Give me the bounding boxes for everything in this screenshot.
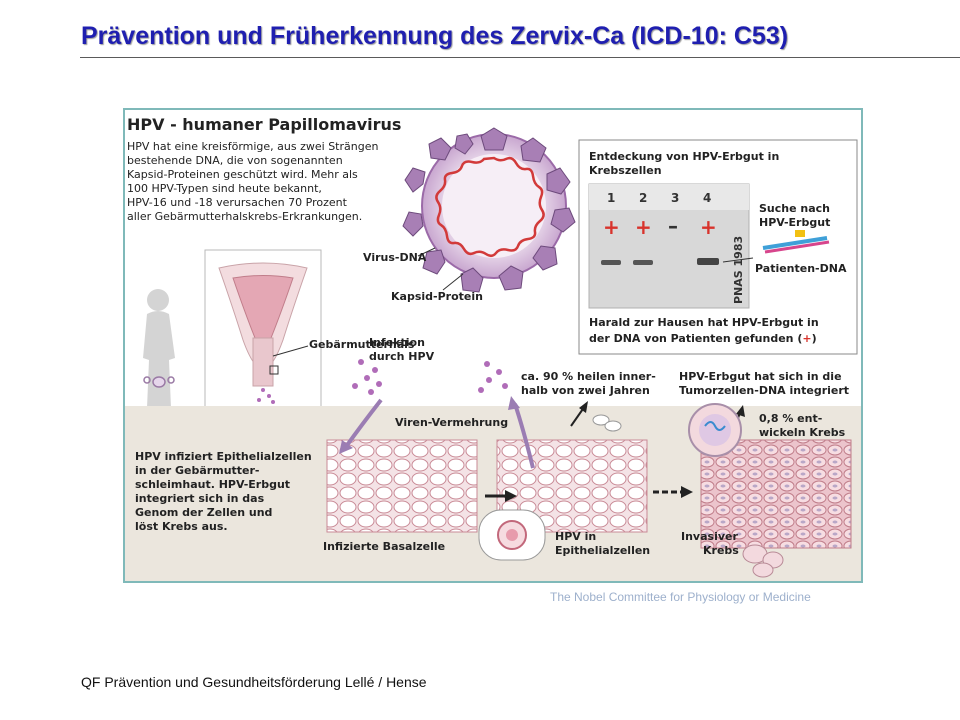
svg-text:HPV-Erbgut: HPV-Erbgut bbox=[759, 216, 830, 229]
svg-text:Krebs: Krebs bbox=[703, 544, 739, 557]
svg-text:3: 3 bbox=[671, 191, 679, 205]
svg-text:Entdeckung von HPV-Erbgut in: Entdeckung von HPV-Erbgut in bbox=[589, 150, 779, 163]
discovery-panel: Entdeckung von HPV-Erbgut in Krebszellen… bbox=[578, 139, 858, 355]
hpv-virus-illustration bbox=[402, 127, 576, 293]
svg-text:HPV-Erbgut hat sich in die: HPV-Erbgut hat sich in die bbox=[679, 370, 842, 383]
svg-text:halb von zwei Jahren: halb von zwei Jahren bbox=[521, 384, 650, 397]
svg-text:4: 4 bbox=[703, 191, 711, 205]
hpv-figure: HPV - humaner Papillomavirus HPV hat ein… bbox=[123, 108, 863, 583]
svg-text:löst Krebs aus.: löst Krebs aus. bbox=[135, 520, 228, 533]
svg-text:Suche nach: Suche nach bbox=[759, 202, 830, 215]
gel-lane-numbers: 1 2 3 4 bbox=[607, 191, 711, 205]
svg-text:aller Gebärmutterhalskrebs-Erk: aller Gebärmutterhalskrebs-Erkrankungen. bbox=[127, 210, 362, 223]
virus-dna-label: Virus-DNA bbox=[363, 251, 427, 264]
figure-heading: HPV - humaner Papillomavirus bbox=[127, 115, 401, 134]
svg-text:1: 1 bbox=[607, 191, 615, 205]
svg-text:Epithelialzellen: Epithelialzellen bbox=[555, 544, 650, 557]
svg-text:schleimhaut. HPV-Erbgut: schleimhaut. HPV-Erbgut bbox=[135, 478, 290, 491]
intro-text: HPV hat eine kreisförmige, aus zwei Strä… bbox=[127, 140, 378, 223]
svg-text:HPV in: HPV in bbox=[555, 530, 596, 543]
cervix-label: Gebärmutterhals bbox=[309, 338, 415, 351]
slide-title: Prävention und Früherkennung des Zervix-… bbox=[81, 22, 789, 50]
svg-text:bestehende DNA, die von sogena: bestehende DNA, die von sogenannten bbox=[127, 154, 343, 167]
svg-text:ca. 90 % heilen inner-: ca. 90 % heilen inner- bbox=[521, 370, 656, 383]
svg-text:wickeln Krebs: wickeln Krebs bbox=[759, 426, 846, 439]
infection-arrow bbox=[343, 398, 383, 450]
svg-text:HPV-16 und -18 verursachen 70: HPV-16 und -18 verursachen 70 Prozent bbox=[127, 196, 348, 209]
svg-text:–: – bbox=[668, 214, 678, 238]
slide-footer: QF Prävention und Gesundheitsförderung L… bbox=[81, 674, 427, 690]
svg-text:der DNA von Patienten gefunden: der DNA von Patienten gefunden (+) bbox=[589, 332, 817, 345]
replication-arrow bbox=[513, 403, 535, 469]
invasive-cell-cluster-icon bbox=[742, 544, 784, 578]
svg-text:HPV hat eine kreisförmige, aus: HPV hat eine kreisförmige, aus zwei Strä… bbox=[127, 140, 378, 153]
svg-text:Invasiver: Invasiver bbox=[681, 530, 738, 543]
dna-probe-icon bbox=[762, 230, 830, 254]
tissue-basal-infection bbox=[326, 439, 478, 533]
gel-result-signs: + + – + bbox=[603, 214, 717, 239]
svg-text:Kapsid-Proteinen geschützt wir: Kapsid-Proteinen geschützt wird. Mehr al… bbox=[127, 168, 358, 181]
process-text: HPV infiziert Epithelialzellen in der Ge… bbox=[135, 450, 312, 533]
virus-replication-label: Viren-Vermehrung bbox=[395, 416, 508, 429]
svg-text:0,8 % ent-: 0,8 % ent- bbox=[759, 412, 822, 425]
female-silhouette-icon bbox=[143, 289, 175, 420]
svg-text:HPV infiziert Epithelialzellen: HPV infiziert Epithelialzellen bbox=[135, 450, 312, 463]
svg-text:2: 2 bbox=[639, 191, 647, 205]
svg-text:Infektion: Infektion bbox=[369, 336, 425, 349]
tissue-invasive-cancer bbox=[700, 439, 852, 549]
uterus-small-icon bbox=[143, 376, 175, 388]
svg-text:+: + bbox=[635, 215, 652, 239]
virus-dna-strand bbox=[435, 156, 545, 257]
svg-text:in der Gebärmutter-: in der Gebärmutter- bbox=[135, 464, 260, 477]
pnas-label: PNAS 1983 bbox=[732, 236, 745, 304]
svg-text:100 HPV-Typen sind heute bekan: 100 HPV-Typen sind heute bekannt, bbox=[127, 182, 322, 195]
svg-text:Genom der Zellen und: Genom der Zellen und bbox=[135, 506, 272, 519]
svg-text:durch HPV: durch HPV bbox=[369, 350, 435, 363]
svg-text:Tumorzellen-DNA integriert: Tumorzellen-DNA integriert bbox=[679, 384, 849, 397]
replication-particles bbox=[478, 361, 508, 393]
infection-particles bbox=[352, 359, 382, 395]
title-divider bbox=[80, 57, 960, 58]
cell-fragment-icons bbox=[592, 414, 622, 432]
capsid-proteins bbox=[402, 127, 576, 293]
gel-bands bbox=[601, 258, 719, 265]
svg-text:+: + bbox=[700, 215, 717, 239]
svg-text:+: + bbox=[603, 215, 620, 239]
capsid-protein-label: Kapsid-Protein bbox=[391, 290, 483, 303]
basal-cell-label: Infizierte Basalzelle bbox=[323, 540, 445, 553]
epithelial-cell-icon bbox=[478, 509, 546, 561]
cervix-highlight-box bbox=[269, 365, 279, 375]
patient-dna-label: Patienten-DNA bbox=[755, 262, 847, 275]
svg-text:Harald zur Hausen hat HPV-Erbg: Harald zur Hausen hat HPV-Erbgut in bbox=[589, 316, 819, 329]
svg-text:Krebszellen: Krebszellen bbox=[589, 164, 662, 177]
uterus-panel bbox=[204, 249, 322, 425]
tumor-cell-icon bbox=[688, 403, 742, 457]
svg-text:integriert sich in das: integriert sich in das bbox=[135, 492, 265, 505]
image-credit: The Nobel Committee for Physiology or Me… bbox=[550, 590, 811, 604]
